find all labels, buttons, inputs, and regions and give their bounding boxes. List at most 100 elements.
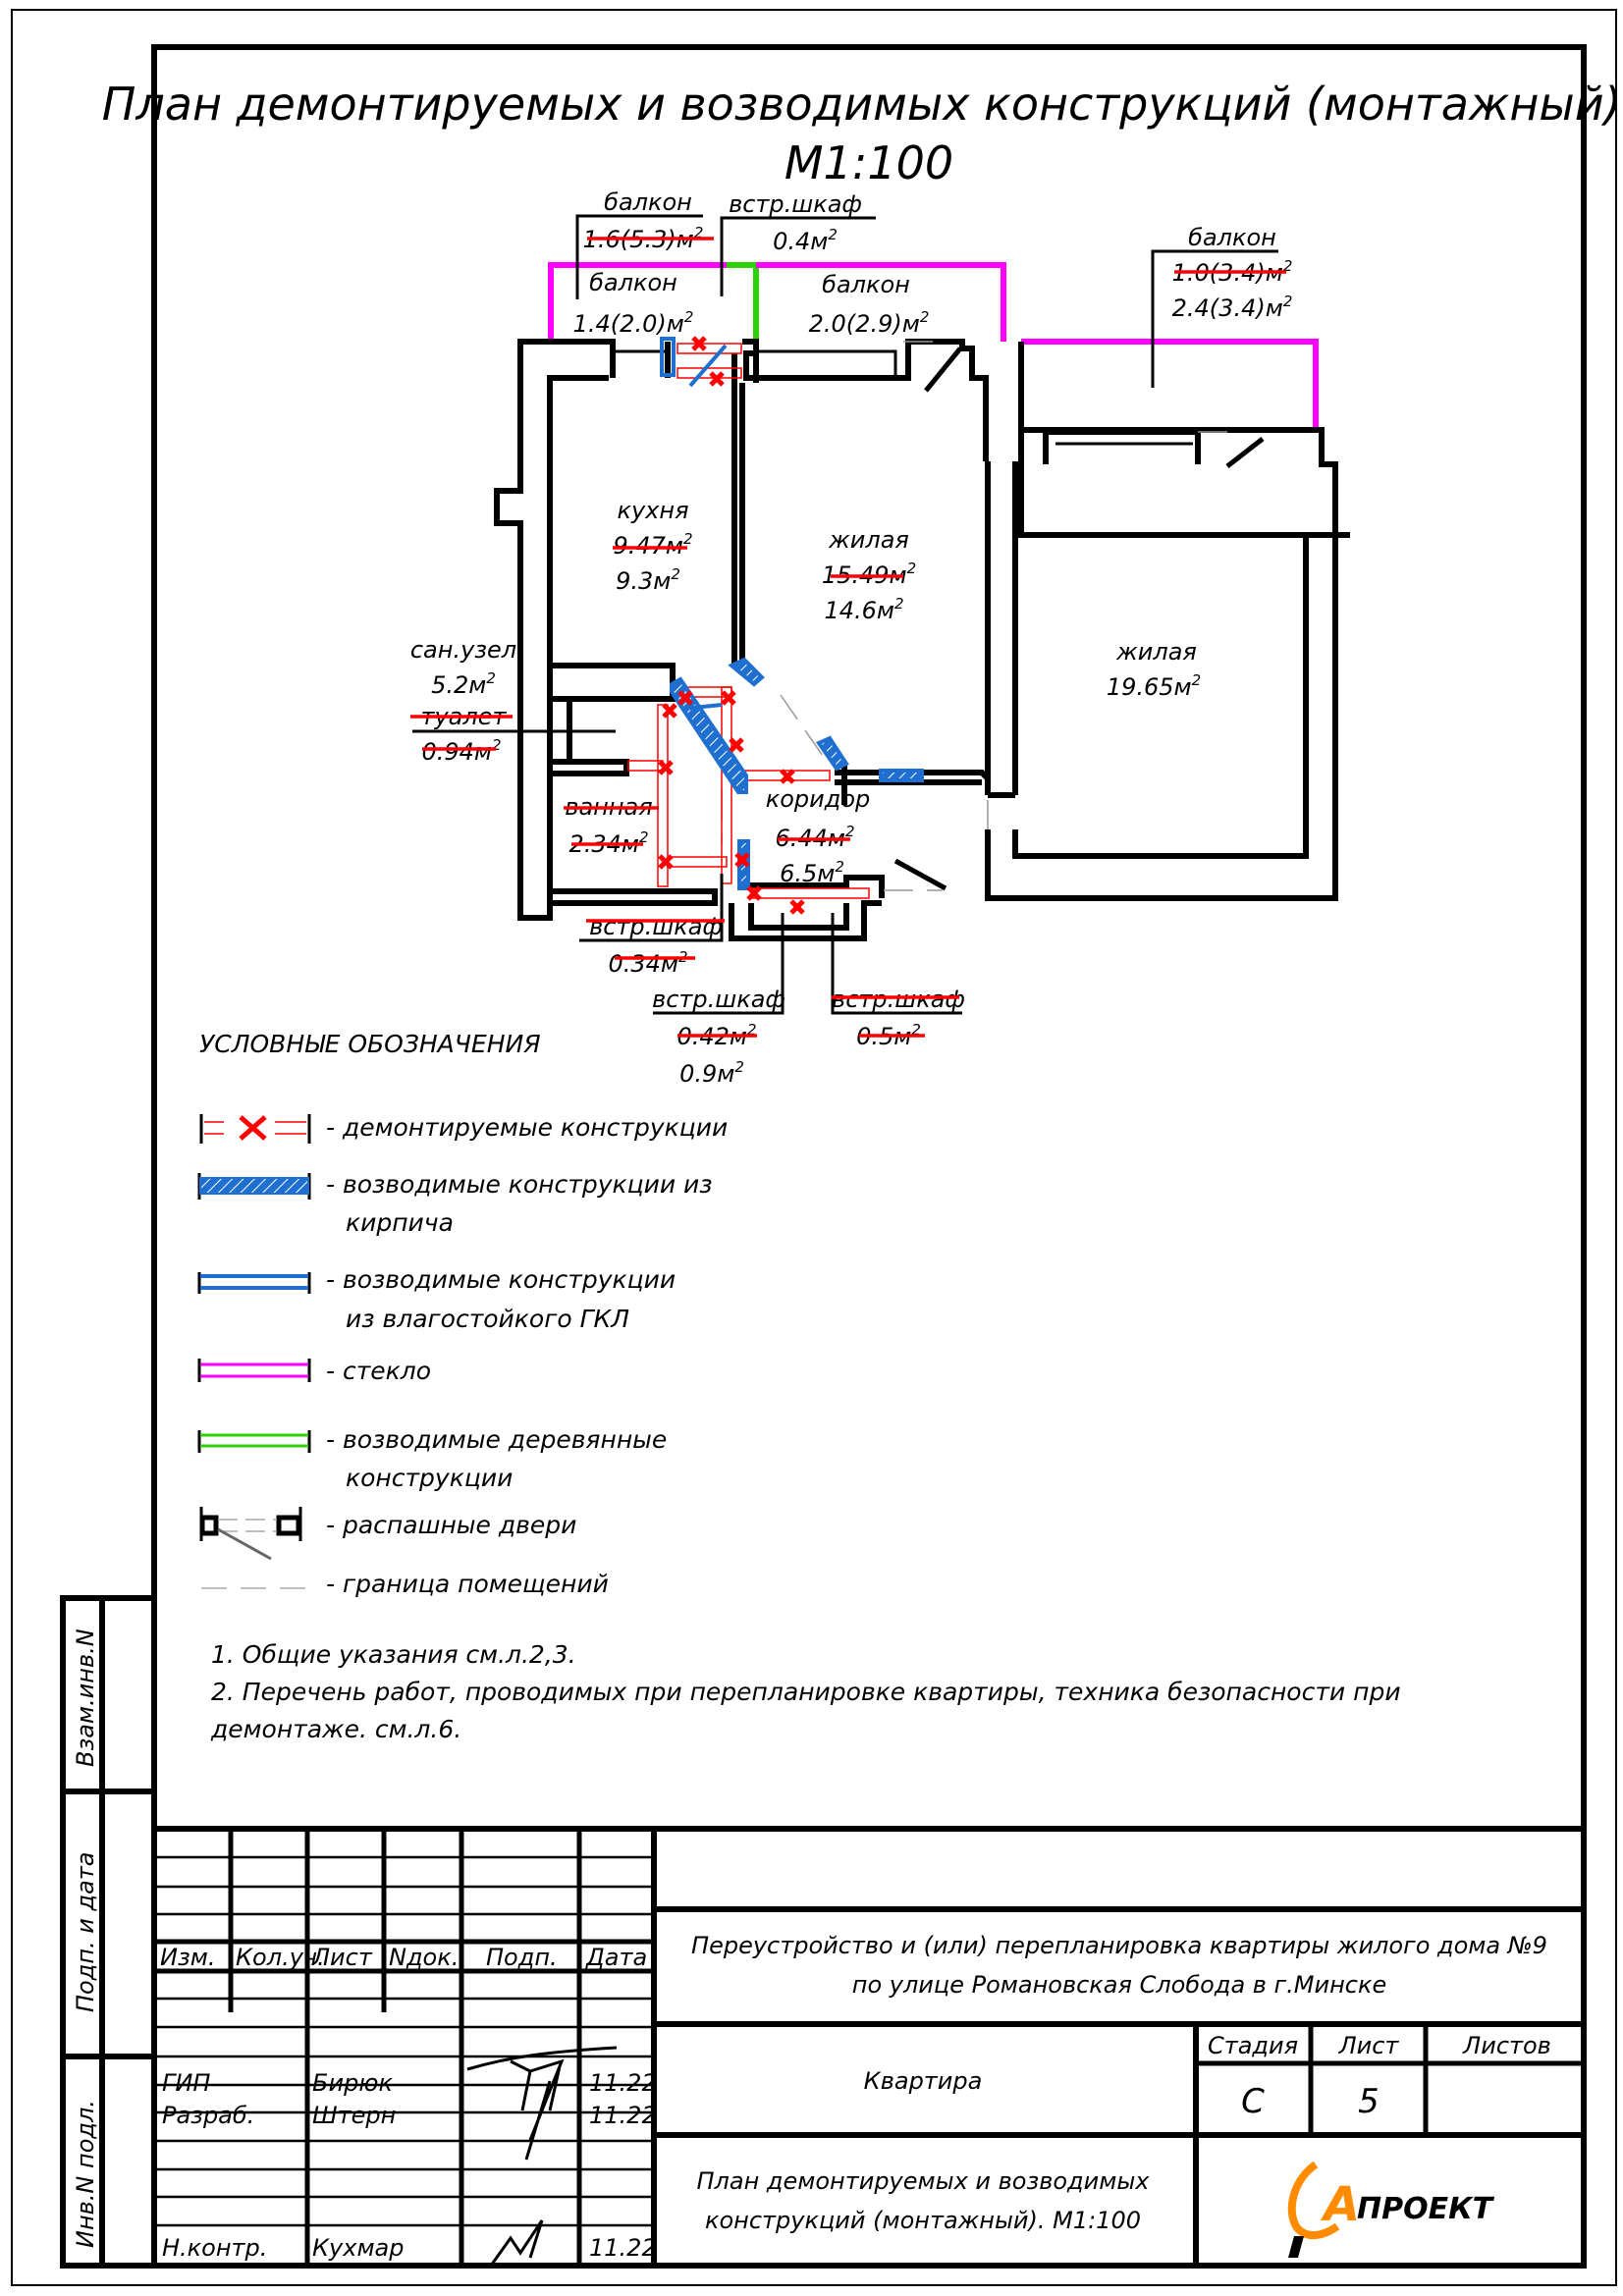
room-name: коридор [766,785,871,813]
new-brick-wall [728,657,765,687]
wall [744,875,885,898]
column-header: Изм. [160,1944,215,1971]
room-old-area: 9.47м2 [613,530,692,560]
wood-symbol [197,1430,311,1453]
legend-text: - возводимые конструкции [326,1265,676,1294]
date: 11.22 [589,2234,657,2262]
room-area: 1.4(2.0)м2 [573,308,694,338]
drawing-name: конструкций (монтажный). М1:100 [705,2207,1141,2234]
column-header: Подп. [486,1944,558,1971]
demolish-x-mark [746,885,762,901]
room-name: балкон [604,188,692,216]
brick-symbol [197,1173,311,1200]
signature [466,2046,618,2161]
object-name: Квартира [864,2067,983,2095]
demolished-wall [676,367,742,379]
wall [748,903,849,931]
demolish-x-mark [780,769,795,784]
note: 1. Общие указания см.л.2,3. [211,1640,576,1669]
room-old-area: 0.34м2 [608,948,687,978]
room-area: 14.6м2 [824,595,903,624]
door-leaf [924,347,962,393]
wall-bathroom [550,663,676,702]
logo-text: ПРОЕКТ [1357,2192,1495,2226]
logo-arc-icon [1287,2161,1340,2239]
project-title: по улице Романовская Слобода в г.Минске [852,1971,1387,1999]
project-title: Переустройство и (или) перепланировка кв… [691,1932,1547,1959]
legend-text: - демонтируемые конструкции [326,1113,728,1142]
wall [550,759,629,776]
room-area: 5.2м2 [431,669,496,699]
stamp-label: Взам.инв.N [72,1629,99,1767]
leader-line [579,874,724,942]
new-brick-wall [879,769,924,782]
wall-middle-top [743,339,989,461]
wood-partition [727,262,759,339]
glass-symbol [197,1359,311,1382]
glass-balcony-middle [756,262,1006,342]
legend-text: конструкции [346,1464,513,1492]
room-old-name: встр.шкаф [589,913,723,940]
column-header: Дата [585,1944,647,1971]
legend-heading: УСЛОВНЫЕ ОБОЗНАЧЕНИЯ [199,1030,541,1058]
legend-text: - распашные двери [326,1511,576,1539]
demolish-x-mark [662,703,677,719]
demolish-x-mark [709,371,725,387]
demolish-x-mark [734,852,750,868]
wall-left [494,339,609,921]
demolished-wall [667,856,728,868]
drawing-title: План демонтируемых и возводимых конструк… [102,78,1623,131]
column-header: Лист [311,1944,373,1971]
general-notes: 1. Общие указания см.л.2,3. 2. Перечень … [210,1640,1401,1743]
wall [1018,430,1350,538]
title-block: Изм. Кол.уч. Лист Nдок. Подп. Дата ГИП Б… [151,1826,1587,2269]
room-name: жилая [828,526,909,554]
date: 11.22 [589,2102,657,2129]
new-gkl-wall [688,344,728,388]
stamp-label: Инв.N подл. [72,2100,99,2248]
wall [584,339,616,378]
role: ГИП [162,2069,210,2097]
demolished-symbol [199,1114,311,1144]
demolish-x-mark [658,854,674,870]
note: демонтаже. см.л.6. [210,1715,461,1743]
room-name: встр.шкаф [729,190,862,218]
legend-text: - граница помещений [326,1570,609,1598]
legend-text: - возводимые деревянные [326,1425,667,1454]
signature-row: ГИП Бирюк 11.22 [162,2069,657,2097]
legend-text: кирпича [346,1208,454,1237]
room-area: 2.0(2.9)м2 [809,308,930,338]
column-header: Nдок. [389,1944,459,1971]
sheet-label: Лист [1338,2032,1400,2059]
wall-right-room [985,342,1338,901]
room-old-area: 15.49м2 [822,560,916,589]
door-symbol [199,1507,302,1561]
room-name: балкон [822,271,910,298]
leader-line [575,214,703,299]
demolish-x-mark [729,737,744,753]
leader-line [720,216,876,296]
note: 2. Перечень работ, проводимых при перепл… [211,1678,1401,1706]
company-logo: A ПРОЕКТ [1287,2161,1495,2258]
role: Н.контр. [162,2234,267,2262]
window [756,349,897,378]
signature [489,2219,544,2267]
drawing-name: План демонтируемых и возводимых [696,2167,1150,2195]
room-area: 2.4(3.4)м2 [1172,293,1293,322]
person-name: Штерн [312,2102,396,2129]
sheets-label: Листов [1462,2032,1551,2059]
signature-row: Разраб. Штерн 11.22 [162,2102,657,2129]
demolish-x-mark [691,336,707,351]
demolish-x-mark [789,899,805,915]
room-old-area: 0.94м2 [421,736,501,766]
side-stamp: Взам.инв.N Подп. и дата Инв.N подл. [60,1595,157,2269]
logo-letter: A [1320,2177,1360,2232]
demolish-x-mark [721,690,736,706]
wall [1012,535,1309,859]
room-area: 19.65м2 [1107,671,1201,701]
demolish-x-mark [658,760,674,775]
room-boundary [780,694,831,767]
demolition-marks [658,336,805,915]
glass-balcony-right [1021,339,1319,430]
room-old-name: встр.шкаф [832,986,965,1013]
